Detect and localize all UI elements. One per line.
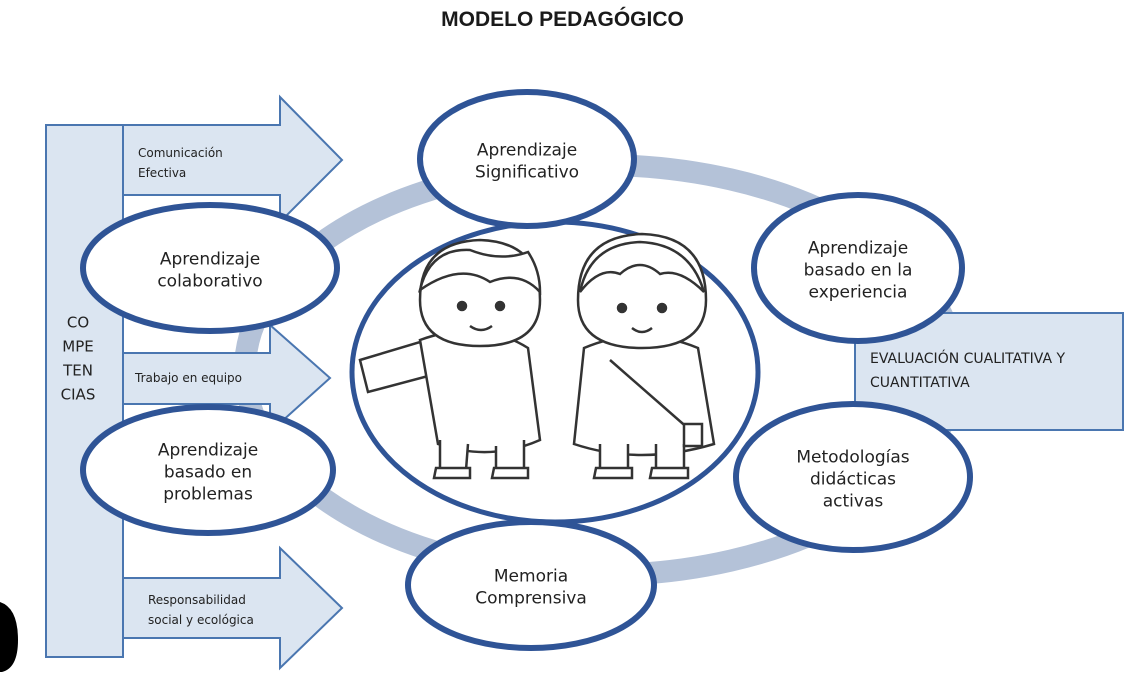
arrow-trabajo-line: Trabajo en equipo — [134, 371, 242, 385]
oval-problemas-line: problemas — [163, 485, 253, 505]
evaluacion-line: EVALUACIÓN CUALITATIVA Y — [870, 349, 1066, 367]
oval-experiencia-line: basado en la — [804, 261, 913, 281]
oval-metodologias-line: Metodologías — [796, 448, 909, 468]
diagram-title: MODELO PEDAGÓGICO — [441, 8, 684, 31]
oval-colaborativo-line: colaborativo — [157, 272, 262, 292]
evaluacion-label: EVALUACIÓN CUALITATIVA Y CUANTITATIVA — [870, 349, 1066, 391]
oval-experiencia-line: Aprendizaje — [808, 239, 908, 259]
arrow-trabajo: Trabajo en equipo — [104, 322, 332, 435]
children-illustration — [358, 232, 716, 480]
competencias-line: CO — [67, 313, 89, 331]
oval-problemas-line: basado en — [164, 463, 252, 483]
boy-figure — [358, 238, 542, 480]
oval-metodologias-line: didácticas — [810, 470, 896, 490]
oval-experiencia-line: experiencia — [809, 283, 908, 303]
oval-memoria-line: Memoria — [494, 567, 568, 587]
oval-problemas-line: Aprendizaje — [158, 441, 258, 461]
competencias-line: CIAS — [61, 385, 96, 403]
competencias-line: TEN — [62, 361, 93, 379]
arrow-responsabilidad-line: social y ecológica — [148, 613, 254, 627]
arrow-trabajo-label: Trabajo en equipo — [134, 371, 242, 385]
arrow-responsabilidad: Responsabilidad social y ecológica — [104, 545, 344, 671]
oval-colaborativo-line: Aprendizaje — [160, 250, 260, 270]
arrow-comunicacion-line: Comunicación — [138, 146, 223, 160]
oval-metodologias-line: activas — [823, 492, 884, 512]
arrow-responsabilidad-line: Responsabilidad — [148, 593, 246, 607]
competencias-box: CO MPE TEN CIAS — [45, 124, 124, 658]
oval-memoria-line: Comprensiva — [475, 589, 587, 609]
evaluacion-line: CUANTITATIVA — [870, 375, 970, 391]
girl-figure — [572, 232, 716, 480]
edge-mark — [0, 602, 18, 672]
competencias-line: MPE — [62, 337, 93, 355]
oval-significativo-line: Significativo — [475, 163, 579, 183]
competencias-label: CO MPE TEN CIAS — [61, 313, 96, 403]
arrow-responsabilidad-label: Responsabilidad social y ecológica — [148, 593, 254, 627]
oval-significativo-line: Aprendizaje — [477, 141, 577, 161]
arrow-comunicacion-line: Efectiva — [138, 166, 186, 180]
